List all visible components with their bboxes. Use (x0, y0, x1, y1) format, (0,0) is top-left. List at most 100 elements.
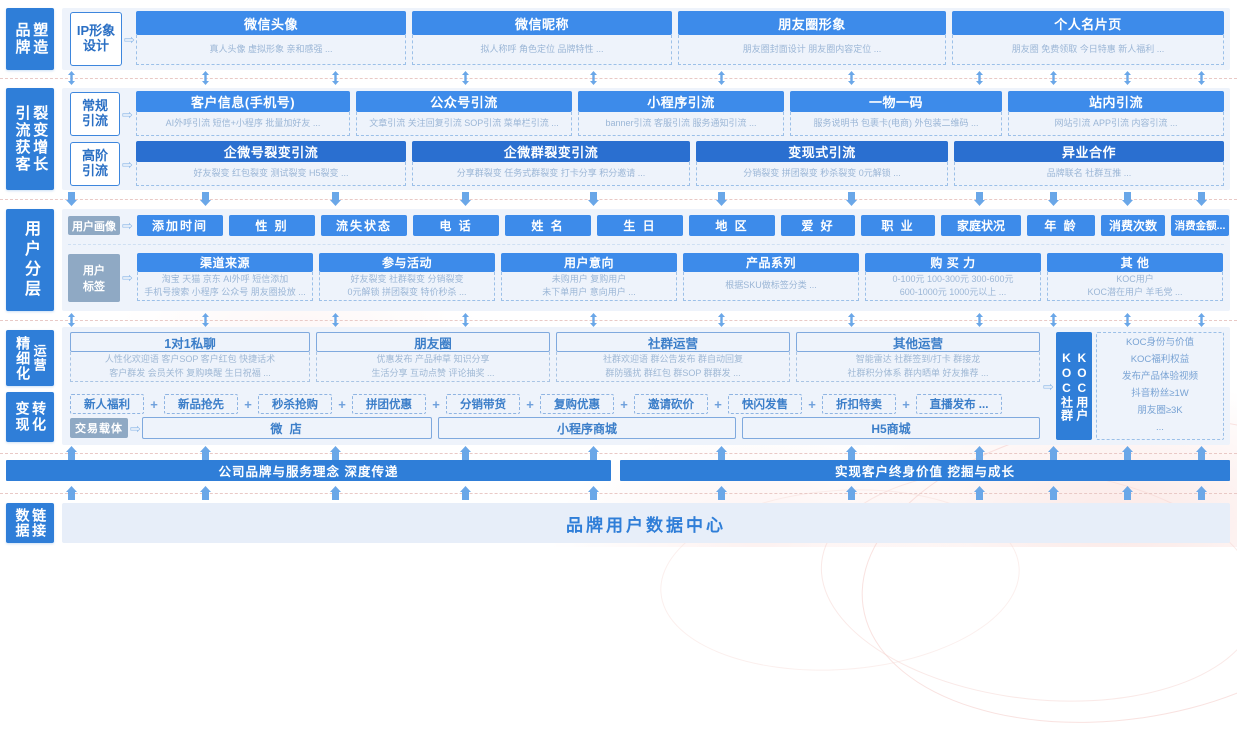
updown-arrow-icon (1198, 71, 1205, 85)
opcard-other-operation[interactable]: 其他运营 智能雷达 社群签到/打卡 群接龙 社群积分体系 群内晒单 好友推荐 .… (796, 332, 1040, 382)
stage-label-brand-building: 品牌 塑造 (6, 8, 54, 70)
card-qiwei-group-fission[interactable]: 企微群裂变引流 分享群裂变 任务式群裂变 打卡分享 积分邀请 ... (412, 141, 690, 186)
card-official-account[interactable]: 公众号引流 文章引流 关注回复引流 SOP引流 菜单栏引流 ... (356, 91, 572, 136)
tag-family-status[interactable]: 家庭状况 (941, 215, 1021, 236)
arrow-right-icon: ⇨ (130, 421, 141, 436)
updown-arrow-icon (202, 313, 209, 327)
chain-item-discount-special[interactable]: 折扣特卖 (822, 394, 896, 414)
chain-item-group-buy[interactable]: 拼团优惠 (352, 394, 426, 414)
stage-label-col1: 精细化 (15, 335, 32, 381)
stage-label-col1: 品牌 (13, 22, 31, 56)
card-title: 一物一码 (790, 91, 1002, 112)
koc-items: KOC身份与价值 KOC福利权益 发布产品体验视频 抖音粉丝≥1W 朋友圈≥3K… (1096, 332, 1224, 440)
tag-purchase-count[interactable]: 消费次数 (1101, 215, 1165, 236)
tag-purchase-amount[interactable]: 消费金额... (1171, 215, 1229, 236)
up-arrow-icon (716, 446, 727, 460)
updown-arrow-icon (1050, 313, 1057, 327)
card-moments-image[interactable]: 朋友圈形象 朋友圈封面设计 朋友圈内容定位 ... (678, 11, 946, 65)
stage-label-col1: 引流获客 (13, 105, 31, 173)
separator-4 (0, 453, 1237, 454)
carrier-h5-mall[interactable]: H5商城 (742, 417, 1040, 439)
down-arrow-icon (1196, 192, 1207, 206)
up-arrow-icon (1048, 446, 1059, 460)
tag-add-time[interactable]: 添加时间 (137, 215, 223, 236)
card-other-tags[interactable]: 其 他 KOC用户 KOC潜在用户 羊毛党 ... (1047, 253, 1223, 301)
updown-arrow-icon (590, 313, 597, 327)
card-one-item-one-code[interactable]: 一物一码 服务说明书 包裹卡(电商) 外包装二维码 ... (790, 91, 1002, 136)
chain-item-popup-sale[interactable]: 快闪发售 (728, 394, 802, 414)
banner-brand-service-philosophy: 公司品牌与服务理念 深度传递 (6, 460, 611, 481)
substage-line2: 引流 (81, 163, 108, 178)
opcard-title: 其他运营 (796, 332, 1040, 352)
tag-gender[interactable]: 性 别 (229, 215, 315, 236)
arrow-right-icon: ⇨ (124, 32, 135, 47)
substage-advanced-traffic[interactable]: 高阶 引流 (70, 142, 120, 186)
stage-label-col2: 裂变增长 (31, 105, 49, 173)
tag-occupation[interactable]: 职 业 (861, 215, 935, 236)
card-personal-card-page[interactable]: 个人名片页 朋友圈 免费领取 今日特惠 新人福利 ... (952, 11, 1224, 65)
card-items: 品牌联名 社群互推 ... (954, 162, 1224, 186)
substage-ip-design[interactable]: IP形象 设计 (70, 12, 122, 66)
separator-3 (0, 320, 1237, 321)
stage-label-conversion: 变现 转化 (6, 392, 54, 442)
tag-age[interactable]: 年 龄 (1027, 215, 1095, 236)
card-items: 网站引流 APP引流 内容引流 ... (1008, 112, 1224, 136)
carrier-weidian[interactable]: 微 店 (142, 417, 432, 439)
chain-item-invite-bargain[interactable]: 邀请砍价 (634, 394, 708, 414)
tag-hobby[interactable]: 爱 好 (781, 215, 855, 236)
up-arrow-icon (66, 486, 77, 500)
card-items: 未购用户 复购用户 未下单用户 意向用户 ... (501, 272, 677, 301)
separator-1 (0, 78, 1237, 79)
up-arrow-icon (846, 446, 857, 460)
card-customer-info[interactable]: 客户信息(手机号) AI外呼引流 短信+小程序 批量加好友 ... (136, 91, 350, 136)
card-onsite-traffic[interactable]: 站内引流 网站引流 APP引流 内容引流 ... (1008, 91, 1224, 136)
card-title: 朋友圈形象 (678, 11, 946, 35)
substage-line1: 常规 (81, 98, 108, 114)
card-channel-source[interactable]: 渠道来源 淘宝 天猫 京东 AI外呼 短信添加 手机号搜索 小程序 公众号 朋友… (137, 253, 313, 301)
chain-item-live-release[interactable]: 直播发布 ... (916, 394, 1002, 414)
opcard-community-operation[interactable]: 社群运营 社群欢迎语 群公告发布 群自动回复 群防骚扰 群红包 群SOP 群群发… (556, 332, 790, 382)
card-user-intent[interactable]: 用户意向 未购用户 复购用户 未下单用户 意向用户 ... (501, 253, 677, 301)
down-arrow-icon (460, 192, 471, 206)
card-purchasing-power[interactable]: 购 买 力 0-100元 100-300元 300-600元 600-1000元… (865, 253, 1041, 301)
card-title: 变现式引流 (696, 141, 948, 162)
updown-arrow-icon (848, 313, 855, 327)
tag-name[interactable]: 姓 名 (505, 215, 591, 236)
tag-birthday[interactable]: 生 日 (597, 215, 683, 236)
plus-sign: + (902, 396, 910, 412)
card-qiwei-account-fission[interactable]: 企微号裂变引流 好友裂变 红包裂变 测试裂变 H5裂变 ... (136, 141, 406, 186)
opcard-title: 社群运营 (556, 332, 790, 352)
stage-label-col1: 数据 (14, 508, 31, 538)
opcard-moments[interactable]: 朋友圈 优惠发布 产品种草 知识分享 生活分享 互动点赞 评论抽奖 ... (316, 332, 550, 382)
card-miniprogram-traffic[interactable]: 小程序引流 banner引流 客服引流 服务通知引流 ... (578, 91, 784, 136)
chain-item-distribution[interactable]: 分销带货 (446, 394, 520, 414)
plus-sign: + (620, 396, 628, 412)
chain-item-newcomer-benefit[interactable]: 新人福利 (70, 394, 144, 414)
tag-phone[interactable]: 电 话 (413, 215, 499, 236)
card-cross-industry-cooperation[interactable]: 异业合作 品牌联名 社群互推 ... (954, 141, 1224, 186)
chain-item-new-product-first[interactable]: 新品抢先 (164, 394, 238, 414)
card-monetize-traffic[interactable]: 变现式引流 分销裂变 拼团裂变 秒杀裂变 0元解锁 ... (696, 141, 948, 186)
opcard-one-to-one-chat[interactable]: 1对1私聊 人性化欢迎语 客户SOP 客户红包 快捷话术 客户群发 会员关怀 复… (70, 332, 310, 382)
stage-label-col2: 运营 (31, 344, 47, 372)
card-participated-activity[interactable]: 参与活动 好友裂变 社群裂变 分销裂变 0元解锁 拼团裂变 特价秒杀 ... (319, 253, 495, 301)
substage-regular-traffic[interactable]: 常规 引流 (70, 92, 120, 136)
card-items: 好友裂变 红包裂变 测试裂变 H5裂变 ... (136, 162, 406, 186)
updown-arrow-icon (590, 71, 597, 85)
updown-arrow-icon (976, 313, 983, 327)
chain-item-flash-sale[interactable]: 秒杀抢购 (258, 394, 332, 414)
updown-arrow-icon (332, 313, 339, 327)
down-arrow-icon (1048, 192, 1059, 206)
up-arrow-icon (330, 446, 341, 460)
card-title: 微信昵称 (412, 11, 672, 35)
card-items: 好友裂变 社群裂变 分销裂变 0元解锁 拼团裂变 特价秒杀 ... (319, 272, 495, 301)
tag-region[interactable]: 地 区 (689, 215, 775, 236)
card-product-series[interactable]: 产品系列 根据SKU做标签分类 ... (683, 253, 859, 301)
chain-item-repurchase-offer[interactable]: 复购优惠 (540, 394, 614, 414)
up-arrow-icon (1122, 446, 1133, 460)
carrier-miniprogram-mall[interactable]: 小程序商城 (438, 417, 736, 439)
card-wechat-avatar[interactable]: 微信头像 真人头像 虚拟形象 亲和感强 ... (136, 11, 406, 65)
tag-churn-status[interactable]: 流失状态 (321, 215, 407, 236)
card-wechat-nickname[interactable]: 微信昵称 拟人称呼 角色定位 品牌特性 ... (412, 11, 672, 65)
